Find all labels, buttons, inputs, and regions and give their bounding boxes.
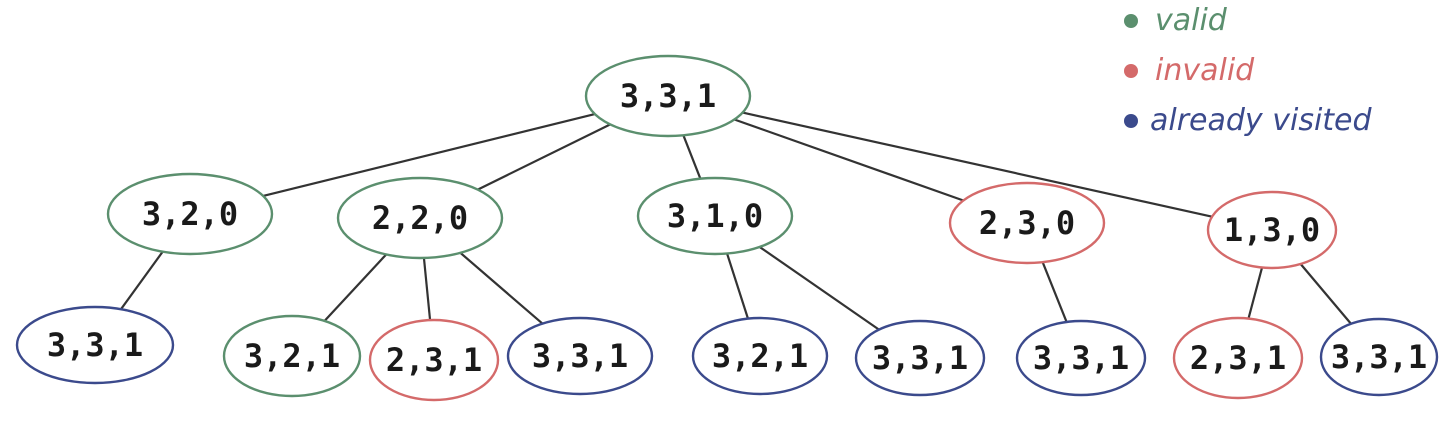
tree-node-l7: 3,3,1: [1015, 319, 1147, 397]
node-ellipse-visited: [854, 319, 986, 397]
node-label: 3,3,1: [1033, 339, 1129, 377]
node-label: 3,2,1: [712, 337, 808, 375]
edges-layer: [120, 111, 1352, 331]
node-ellipse-valid: [336, 176, 504, 260]
node-ellipse-visited: [1015, 319, 1147, 397]
node-label: 3,3,1: [872, 339, 968, 377]
edge-root-n4: [734, 118, 964, 202]
legend-dot-valid: [1124, 14, 1138, 28]
tree-node-n5: 1,3,0: [1206, 190, 1338, 270]
edge-n5-l8: [1247, 267, 1264, 319]
tree-node-n1: 3,2,0: [106, 172, 274, 256]
tree-node-l4: 3,3,1: [506, 316, 654, 396]
legend-label-visited: already visited: [1150, 103, 1373, 138]
tree-node-l9: 3,3,1: [1319, 317, 1439, 397]
legend-item-invalid: invalid: [1124, 53, 1255, 88]
node-ellipse-valid: [584, 54, 752, 138]
edge-root-n5: [742, 111, 1213, 218]
node-ellipse-valid: [636, 176, 794, 256]
tree-node-l2: 3,2,1: [222, 314, 362, 398]
tree-node-l3: 2,3,1: [368, 318, 500, 402]
edge-root-n2: [477, 123, 611, 191]
tree-node-l8: 2,3,1: [1172, 316, 1304, 400]
legend-item-valid: valid: [1124, 3, 1228, 38]
node-ellipse-invalid: [948, 181, 1106, 265]
node-label: 3,2,1: [244, 337, 340, 375]
edge-n4-l7: [1041, 261, 1068, 323]
tree-node-n3: 3,1,0: [636, 176, 794, 256]
node-label: 2,3,1: [1190, 339, 1286, 377]
legend: valid invalid already visited: [1124, 3, 1373, 138]
node-ellipse-visited: [691, 316, 829, 396]
edge-n2-l3: [422, 257, 432, 321]
node-label: 1,3,0: [1224, 211, 1320, 249]
edge-n1-l1: [120, 251, 164, 310]
tree-node-n4: 2,3,0: [948, 181, 1106, 265]
node-label: 3,3,1: [1331, 338, 1427, 376]
node-label: 3,3,1: [532, 337, 628, 375]
legend-item-visited: already visited: [1124, 103, 1373, 138]
edge-n5-l9: [1299, 263, 1352, 325]
edge-root-n1: [262, 112, 596, 198]
node-ellipse-visited: [506, 316, 654, 396]
node-ellipse-visited: [1319, 317, 1439, 397]
node-label: 3,1,0: [667, 197, 763, 235]
node-label: 3,3,1: [47, 326, 143, 364]
edge-root-n3: [682, 134, 702, 180]
edge-n2-l2: [323, 253, 388, 322]
nodes-layer: 3,3,1 3,2,0 2,2,0 3,1,0 2,3,0 1,3,0 3,3,1 3,2,1…: [15, 54, 1439, 402]
node-label: 3,3,1: [620, 77, 716, 115]
tree-node-l5: 3,2,1: [691, 316, 829, 396]
node-label: 3,2,0: [142, 195, 238, 233]
node-label: 2,2,0: [372, 199, 468, 237]
node-ellipse-valid: [106, 172, 274, 256]
edge-n3-l6: [759, 246, 880, 331]
tree-node-l6: 3,3,1: [854, 319, 986, 397]
node-ellipse-invalid: [1172, 316, 1304, 400]
legend-label-valid: valid: [1155, 3, 1228, 38]
tree-node-root: 3,3,1: [584, 54, 752, 138]
node-ellipse-valid: [222, 314, 362, 398]
legend-dot-invalid: [1124, 64, 1138, 78]
node-label: 2,3,1: [386, 341, 482, 379]
node-ellipse-invalid: [368, 318, 500, 402]
tree-node-n2: 2,2,0: [336, 176, 504, 260]
node-ellipse-visited: [15, 305, 175, 385]
edge-n2-l4: [459, 251, 544, 325]
edge-n3-l5: [726, 253, 750, 319]
node-ellipse-invalid: [1206, 190, 1338, 270]
tree-node-l1: 3,3,1: [15, 305, 175, 385]
node-label: 2,3,0: [979, 204, 1075, 242]
legend-dot-visited: [1124, 114, 1138, 128]
legend-label-invalid: invalid: [1155, 53, 1255, 88]
